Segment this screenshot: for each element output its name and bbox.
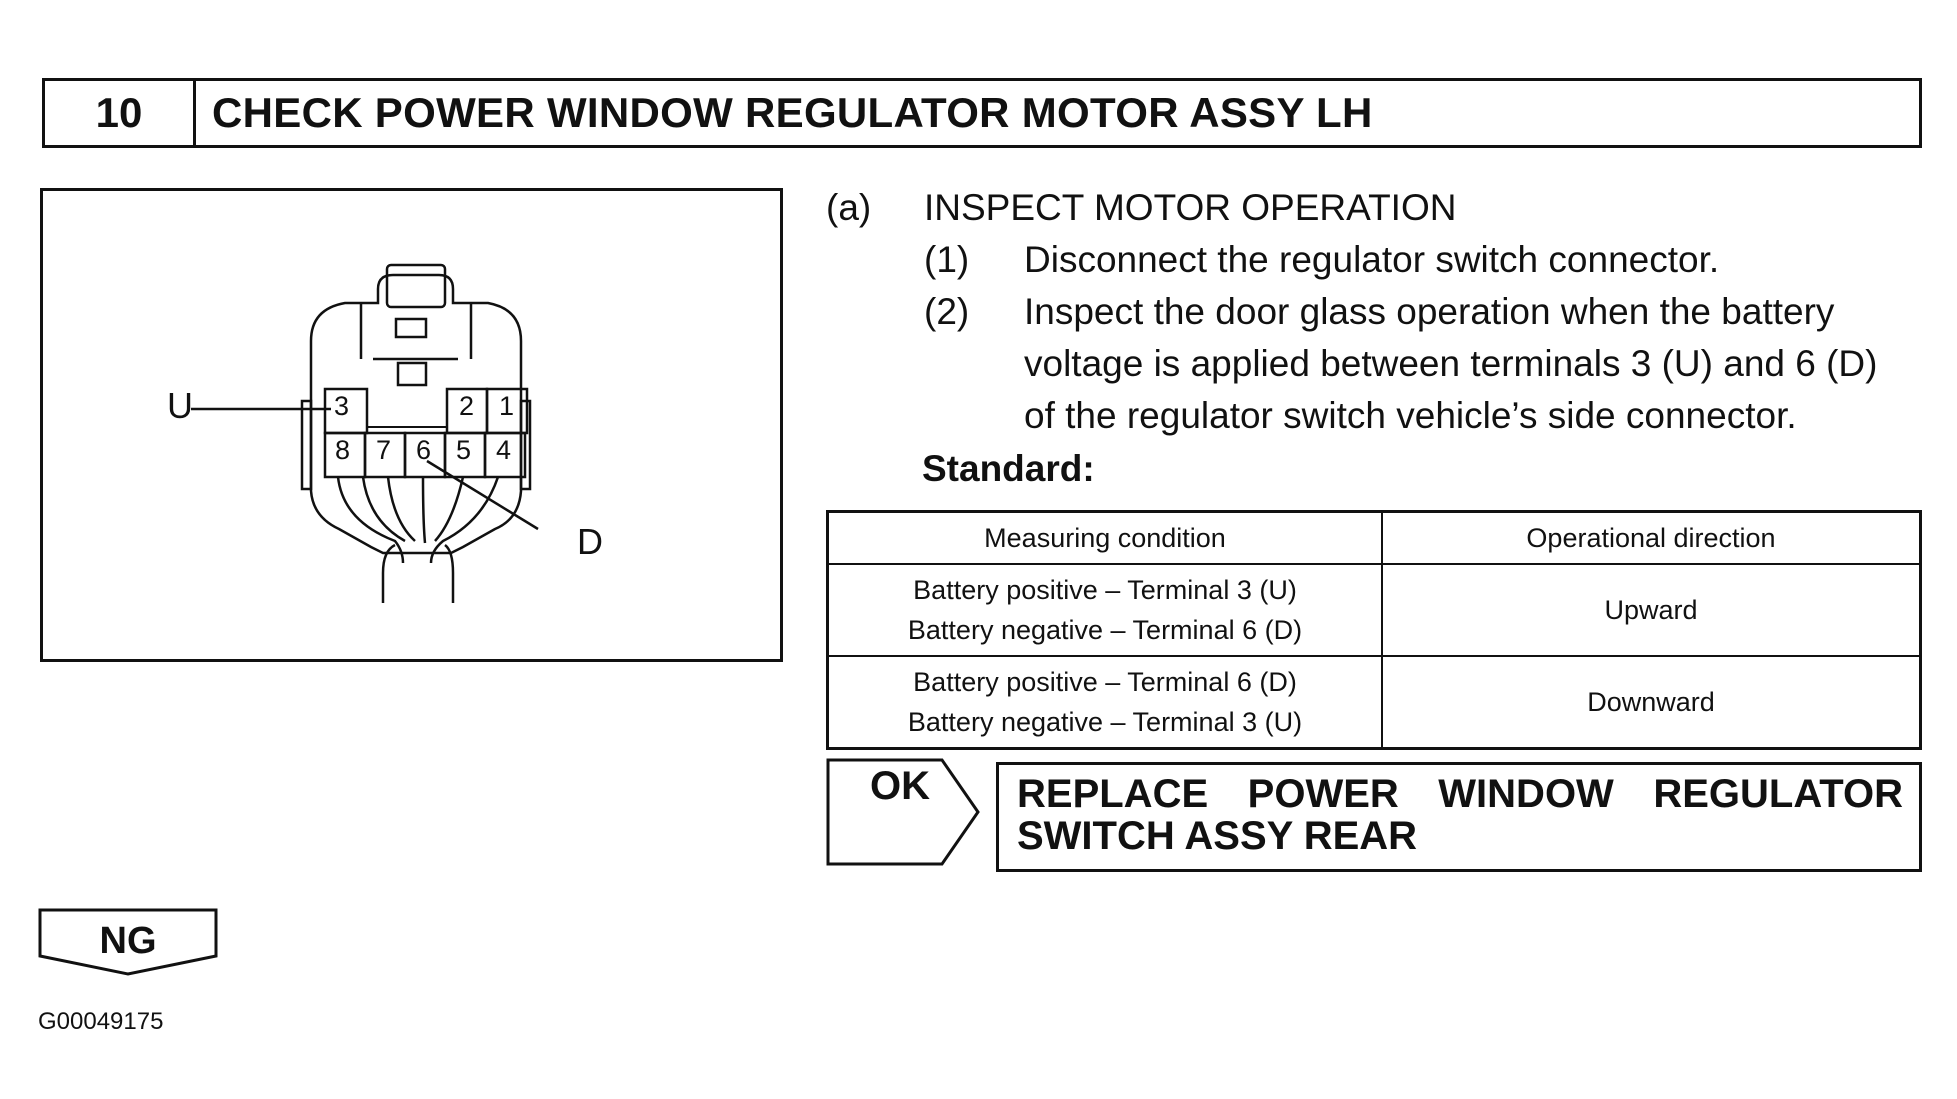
result-word: REGULATOR	[1653, 772, 1903, 816]
table-row: Battery positive – Terminal 6 (D) Batter…	[826, 655, 1922, 750]
result-word: WINDOW	[1438, 772, 1614, 816]
ng-label: NG	[99, 920, 157, 962]
sub-step-2-line-1: Inspect the door glass operation when th…	[1024, 291, 1835, 332]
step-header: 10 CHECK POWER WINDOW REGULATOR MOTOR AS…	[42, 78, 1922, 148]
ok-arrow-icon	[826, 758, 980, 866]
result-word: POWER	[1247, 772, 1399, 816]
terminal-7: 7	[376, 435, 392, 465]
step-number: 10	[45, 81, 196, 145]
ng-arrow-icon	[38, 908, 218, 976]
condition-line: Battery positive – Terminal 3 (U)	[913, 575, 1297, 605]
condition-line: Battery negative – Terminal 3 (U)	[907, 707, 1303, 737]
standard-label: Standard:	[922, 448, 1095, 489]
table-row: Battery positive – Terminal 3 (U) Batter…	[826, 563, 1922, 657]
direction-cell: Upward	[1381, 563, 1922, 657]
ok-result-box: REPLACE POWER WINDOW REGULATOR SWITCH AS…	[996, 762, 1922, 872]
terminal-8: 8	[335, 435, 351, 465]
step-a-text: INSPECT MOTOR OPERATION	[924, 187, 1457, 228]
condition-cell: Battery positive – Terminal 6 (D) Batter…	[826, 655, 1383, 750]
step-title: CHECK POWER WINDOW REGULATOR MOTOR ASSY …	[212, 89, 1373, 136]
sub-step-2-marker: (2)	[924, 291, 970, 332]
condition-line: Battery positive – Terminal 6 (D)	[913, 667, 1297, 697]
column-header-condition: Measuring condition	[826, 510, 1383, 565]
terminal-3: 3	[334, 391, 350, 421]
step-a-marker: (a)	[826, 187, 872, 228]
result-word: REPLACE	[1017, 772, 1209, 816]
terminal-6: 6	[416, 435, 432, 465]
table-header-row: Measuring condition Operational directio…	[826, 510, 1922, 565]
sub-step-2-line-2: voltage is applied between terminals 3 (…	[1024, 343, 1878, 384]
label-d: D	[577, 521, 603, 562]
direction-cell: Downward	[1381, 655, 1922, 750]
figure-code: G00049175	[38, 1008, 164, 1035]
terminal-1: 1	[499, 391, 515, 421]
terminal-2: 2	[459, 391, 475, 421]
connector-drawing	[191, 263, 539, 603]
label-u: U	[167, 385, 193, 426]
connector-diagram: 3 2 1 8 7 6 5 4 U D	[40, 188, 783, 662]
sub-step-2-line-3: of the regulator switch vehicle’s side c…	[1024, 395, 1797, 436]
terminal-5: 5	[456, 435, 472, 465]
column-header-direction: Operational direction	[1381, 510, 1922, 565]
terminal-4: 4	[496, 435, 512, 465]
condition-line: Battery negative – Terminal 6 (D)	[907, 615, 1303, 645]
condition-cell: Battery positive – Terminal 3 (U) Batter…	[826, 563, 1383, 657]
standard-table: Measuring condition Operational directio…	[826, 510, 1922, 750]
ok-result-line-1: REPLACE POWER WINDOW REGULATOR	[1017, 773, 1903, 815]
sub-step-1-marker: (1)	[924, 239, 970, 280]
sub-step-1-text: Disconnect the regulator switch connecto…	[1024, 239, 1720, 280]
ok-label: OK	[870, 764, 930, 808]
ok-result-line-2: SWITCH ASSY REAR	[1017, 814, 1418, 858]
